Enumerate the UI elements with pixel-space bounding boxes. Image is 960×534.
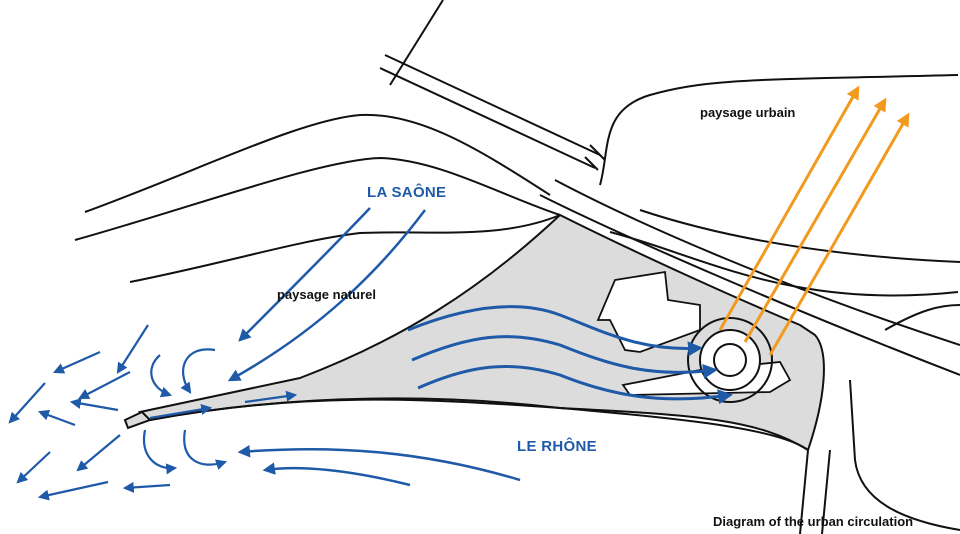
road-line [609,231,959,297]
dispersal-arrow [52,350,101,374]
road-line [539,194,960,376]
road-line [129,214,561,283]
road-line [74,156,561,241]
peninsula-wave-arrow [407,305,703,357]
peninsula-wave-arrow [411,335,718,379]
axis-arrow [244,390,298,404]
dispersal-arrow [37,480,109,501]
dispersal-arrow [116,324,149,374]
circulation-node-inner [713,343,747,377]
natural-landscape-label: paysage naturel [277,287,376,302]
dispersal-arrow [37,409,76,427]
saone-flow-arrow [227,209,426,382]
river-saone-label: LA SAÔNE [367,184,447,201]
bridge-line [379,67,596,169]
road-line [389,0,444,86]
road-line [884,304,960,331]
dispersal-arrow [76,434,121,472]
dispersal-arrow [122,481,171,493]
bridge-line [384,54,601,156]
road-line [554,179,960,346]
urban-view-arrow [718,85,860,331]
eddy-arrow [183,429,228,470]
road-line [821,449,831,534]
river-rhone-label: LE RHÔNE [517,438,597,455]
bridge-line [584,144,606,171]
road-line [849,379,960,531]
dispersal-arrow [69,398,119,412]
road-line [84,113,551,213]
urban-view-arrow [743,97,887,343]
saone-flow-arrow [238,207,371,342]
rhone-flow-arrow [262,462,411,487]
peninsula-wave-arrow [417,364,733,405]
rhone-flow-arrow [237,444,521,482]
diagram-caption: Diagram of the urban circulation [713,514,914,529]
axis-arrow [149,404,213,420]
eddy-arrow [142,429,178,475]
eddy-arrow [150,354,173,398]
urban-landscape-label: paysage urbain [700,105,796,120]
building-outline [596,270,701,353]
dispersal-arrow [8,382,46,424]
road-line [599,74,959,186]
dispersal-arrow [16,451,51,484]
urban-view-arrow [768,112,910,356]
dispersal-arrow [78,371,131,400]
road-line [639,209,960,263]
road-line [149,397,809,451]
eddy-arrow [180,348,216,394]
road-line [799,449,809,534]
